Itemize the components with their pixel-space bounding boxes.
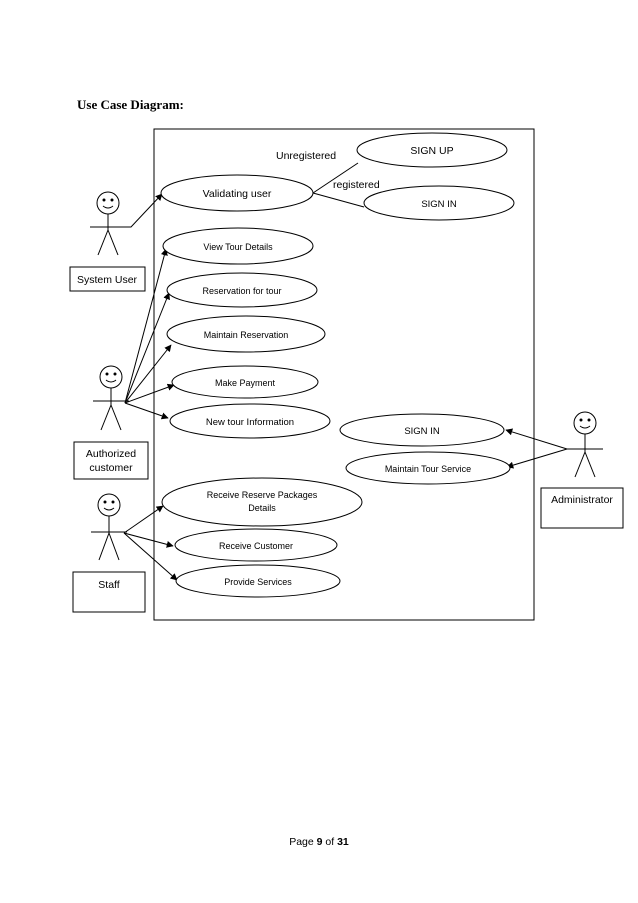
usecase-sign-up-label: SIGN UP bbox=[410, 145, 453, 157]
assoc-admin-maintain-tour bbox=[506, 448, 568, 469]
assoc-validating-signup bbox=[312, 162, 359, 194]
usecase-sign-in-top bbox=[363, 185, 515, 221]
usecase-make-payment-label: Make Payment bbox=[215, 378, 276, 388]
usecase-sign-in-admin bbox=[339, 413, 505, 447]
assoc-staff-receive-packages bbox=[123, 505, 164, 534]
assoc-admin-signin bbox=[505, 428, 568, 450]
usecase-provide-services-label: Provide Services bbox=[224, 577, 292, 587]
usecase-sign-in-top-label: SIGN IN bbox=[421, 199, 457, 210]
usecase-receive-reserve-packages-label-1: Receive Reserve Packages bbox=[207, 490, 318, 500]
footer-prefix: Page bbox=[289, 836, 317, 848]
actor-authorized-customer-label-2: customer bbox=[89, 462, 133, 474]
footer-middle: of bbox=[322, 836, 338, 848]
actor-staff-box bbox=[72, 571, 146, 613]
usecase-maintain-reservation-label: Maintain Reservation bbox=[204, 330, 289, 340]
actor-system-user-box bbox=[69, 266, 146, 292]
usecase-receive-customer-label: Receive Customer bbox=[219, 541, 293, 551]
assoc-customer-new-tour bbox=[124, 402, 169, 420]
page-footer: Page 9 of 31 bbox=[0, 836, 638, 848]
label-registered: registered bbox=[333, 179, 380, 191]
actor-administrator bbox=[567, 411, 603, 478]
usecase-provide-services bbox=[175, 564, 341, 598]
usecase-new-tour-information-label: New tour Information bbox=[206, 417, 294, 428]
actor-administrator-label: Administrator bbox=[551, 494, 613, 506]
assoc-customer-view-tour bbox=[124, 248, 168, 404]
usecase-validating-user bbox=[160, 174, 314, 212]
label-unregistered: Unregistered bbox=[276, 150, 336, 162]
usecase-view-tour-details bbox=[162, 227, 314, 265]
actor-system-user-label: System User bbox=[77, 274, 138, 286]
usecase-receive-customer bbox=[174, 528, 338, 562]
actor-administrator-box bbox=[540, 487, 624, 529]
usecase-make-payment bbox=[171, 365, 319, 399]
usecase-receive-reserve-packages-label-2: Details bbox=[248, 503, 276, 513]
usecase-view-tour-details-label: View Tour Details bbox=[203, 242, 273, 252]
page-heading: Use Case Diagram: bbox=[77, 97, 184, 112]
footer-total-pages: 31 bbox=[337, 836, 349, 848]
usecase-receive-reserve-packages bbox=[161, 477, 363, 527]
usecase-new-tour-information bbox=[169, 403, 331, 439]
usecase-maintain-tour-service bbox=[345, 451, 511, 485]
usecase-maintain-reservation bbox=[166, 315, 326, 353]
assoc-customer-reservation bbox=[124, 292, 170, 404]
usecase-sign-up bbox=[356, 132, 508, 168]
actor-authorized-customer bbox=[93, 365, 129, 431]
actor-staff-label: Staff bbox=[98, 579, 119, 591]
usecase-validating-user-label: Validating user bbox=[203, 188, 272, 200]
system-boundary bbox=[153, 128, 535, 621]
footer-current-page: 9 bbox=[316, 836, 323, 848]
assoc-staff-receive-customer bbox=[123, 532, 174, 548]
actor-system-user bbox=[90, 191, 126, 256]
usecase-maintain-tour-service-label: Maintain Tour Service bbox=[385, 464, 471, 474]
assoc-customer-make-payment bbox=[124, 383, 175, 404]
usecase-reservation-for-tour bbox=[166, 272, 318, 308]
actor-authorized-customer-label-1: Authorized bbox=[86, 448, 136, 460]
assoc-validating-signin bbox=[312, 192, 365, 208]
assoc-system-user-validating bbox=[126, 193, 163, 228]
assoc-customer-maintain-reservation bbox=[124, 344, 172, 404]
assoc-staff-provide-services bbox=[123, 532, 178, 581]
actor-authorized-customer-box bbox=[73, 441, 149, 480]
usecase-sign-in-admin-label: SIGN IN bbox=[404, 426, 440, 437]
actor-staff bbox=[91, 493, 127, 561]
usecase-reservation-for-tour-label: Reservation for tour bbox=[202, 286, 281, 296]
